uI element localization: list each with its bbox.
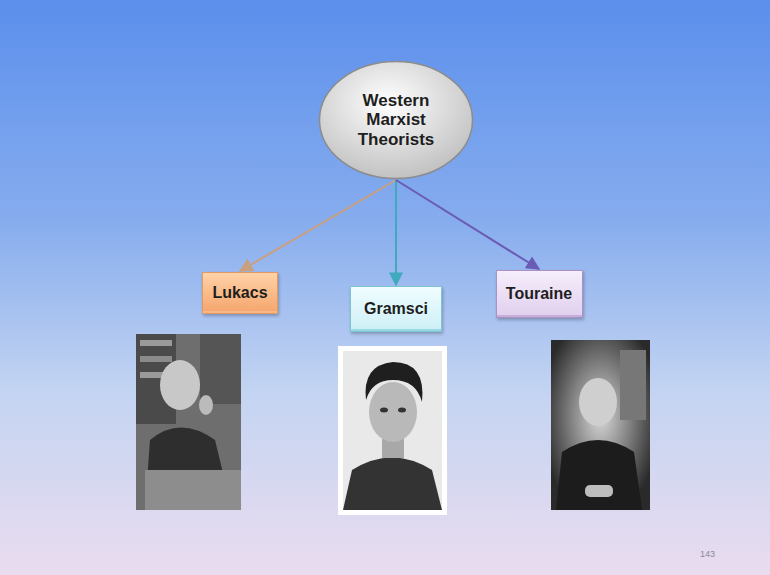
touraine-photo: [551, 340, 650, 510]
connector-arrow: [395, 180, 397, 285]
connector-arrow: [240, 180, 396, 271]
theorist-box: Touraine: [496, 270, 583, 318]
node-label: Lukacs: [212, 284, 267, 302]
page-number: 143: [700, 549, 715, 559]
connector-arrow: [396, 180, 539, 269]
theorist-box: Lukacs: [202, 272, 278, 314]
node-label: Western Marxist Theorists: [352, 91, 440, 150]
lukacs-photo: [136, 334, 241, 510]
root-ellipse: Western Marxist Theorists: [318, 60, 474, 180]
node-label: Touraine: [506, 285, 572, 303]
gramsci-photo: [338, 346, 447, 515]
theorist-box: Gramsci: [350, 286, 442, 332]
node-label: Gramsci: [364, 300, 428, 318]
